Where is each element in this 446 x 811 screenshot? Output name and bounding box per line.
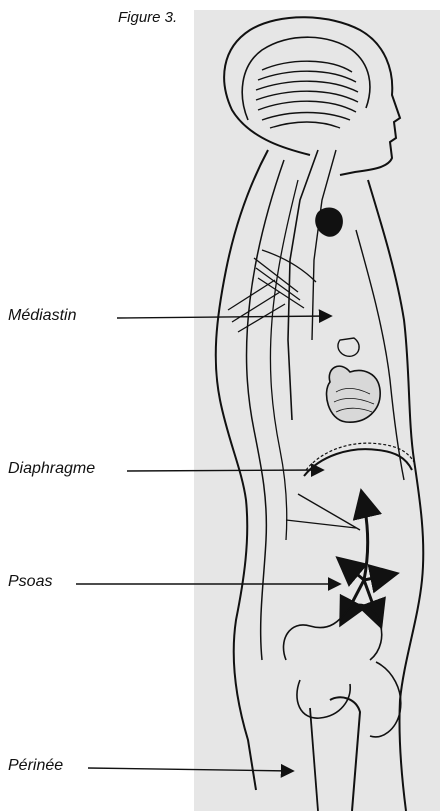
label-psoas: Psoas [8, 573, 52, 591]
label-perinee: Périnée [8, 757, 63, 775]
front-outline [368, 180, 423, 811]
heart-shape [327, 366, 381, 422]
label-mediastin: Médiastin [8, 307, 76, 325]
perinee-pointer [88, 768, 292, 771]
psoas-arrows [340, 494, 394, 624]
mediastin-pointer [117, 316, 330, 318]
diaphragme-pointer [127, 470, 322, 471]
head-outline [224, 17, 400, 175]
diaphragm-dome [304, 449, 412, 476]
label-diaphragme: Diaphragme [8, 460, 95, 478]
